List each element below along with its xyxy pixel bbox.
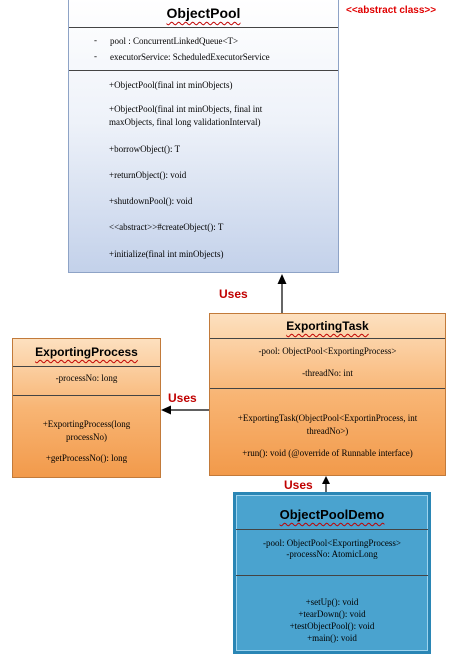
objectpool-method-create: <<abstract>>#createObject(): T bbox=[109, 222, 224, 232]
objectpooldemo-title: ObjectPoolDemo bbox=[279, 507, 385, 522]
exportingprocess-separator-2 bbox=[13, 395, 160, 396]
objectpool-attr-pool: pool : ConcurrentLinkedQueue<T> bbox=[110, 36, 239, 46]
arrowhead-process bbox=[161, 405, 171, 415]
exportingtask-class-box[interactable]: ExportingTask -pool: ObjectPool<Exportin… bbox=[209, 313, 446, 476]
objectpooldemo-separator-2 bbox=[236, 575, 428, 576]
exportingprocess-title: ExportingProcess bbox=[35, 345, 138, 359]
exportingtask-separator-1 bbox=[210, 338, 445, 339]
uses-label-task-pool: Uses bbox=[219, 287, 248, 301]
exportingtask-title: ExportingTask bbox=[286, 319, 369, 333]
objectpool-attr-executor: executorService: ScheduledExecutorServic… bbox=[110, 52, 270, 62]
objectpool-separator-1 bbox=[69, 27, 338, 28]
objectpooldemo-attr-processno: -processNo: AtomicLong bbox=[286, 549, 378, 559]
exportingprocess-separator-1 bbox=[13, 366, 160, 367]
objectpooldemo-attr-pool: -pool: ObjectPool<ExportingProcess> bbox=[263, 538, 401, 548]
arrowhead-task bbox=[322, 476, 330, 484]
uses-label-demo-task: Uses bbox=[284, 478, 313, 492]
objectpool-method-initialize: +initialize(final int minObjects) bbox=[109, 249, 224, 259]
objectpool-title: ObjectPool bbox=[166, 5, 241, 21]
exportingprocess-method-ctor: +ExportingProcess(long processNo) bbox=[42, 419, 131, 442]
objectpool-method-shutdown: +shutdownPool(): void bbox=[109, 196, 193, 206]
objectpool-attr-bullet-1: - bbox=[94, 51, 97, 61]
exportingtask-separator-2 bbox=[210, 388, 445, 389]
arrowhead-pool bbox=[277, 274, 287, 284]
objectpool-method-ctor1: +ObjectPool(final int minObjects) bbox=[109, 80, 233, 90]
exportingprocess-class-box[interactable]: ExportingProcess -processNo: long +Expor… bbox=[12, 338, 161, 478]
exportingtask-attr-threadno: -threadNo: int bbox=[302, 368, 353, 378]
abstract-class-tag: <<abstract class>> bbox=[346, 5, 437, 16]
objectpool-method-ctor2: +ObjectPool(final int minObjects, final … bbox=[109, 104, 263, 127]
objectpool-attr-bullet-0: - bbox=[94, 35, 97, 45]
objectpooldemo-class-box[interactable]: ObjectPoolDemo -pool: ObjectPool<Exporti… bbox=[233, 492, 431, 654]
exportingtask-attr-pool: -pool: ObjectPool<ExportingProcess> bbox=[258, 346, 397, 356]
objectpool-method-return: +returnObject(): void bbox=[109, 170, 187, 180]
objectpool-method-borrow: +borrowObject(): T bbox=[109, 144, 181, 154]
objectpooldemo-separator-1 bbox=[236, 529, 428, 530]
objectpool-class-box[interactable]: ObjectPool - pool : ConcurrentLinkedQueu… bbox=[68, 0, 339, 273]
objectpooldemo-method-main: +main(): void bbox=[307, 633, 357, 643]
objectpooldemo-method-teardown: +tearDown(): void bbox=[298, 609, 366, 619]
uses-label-task-process: Uses bbox=[168, 391, 197, 405]
objectpooldemo-method-setup: +setUp(): void bbox=[305, 597, 359, 607]
exportingprocess-attr-processno: -processNo: long bbox=[55, 373, 118, 383]
exportingprocess-method-getprocessno: +getProcessNo(): long bbox=[45, 453, 128, 463]
objectpooldemo-method-testobjectpool: +testObjectPool(): void bbox=[289, 621, 375, 631]
objectpool-separator-2 bbox=[69, 70, 338, 71]
exportingtask-method-ctor: +ExportingTask(ObjectPool<ExportinProces… bbox=[237, 413, 418, 436]
exportingtask-method-run: +run(): void (@override of Runnable inte… bbox=[242, 448, 413, 458]
